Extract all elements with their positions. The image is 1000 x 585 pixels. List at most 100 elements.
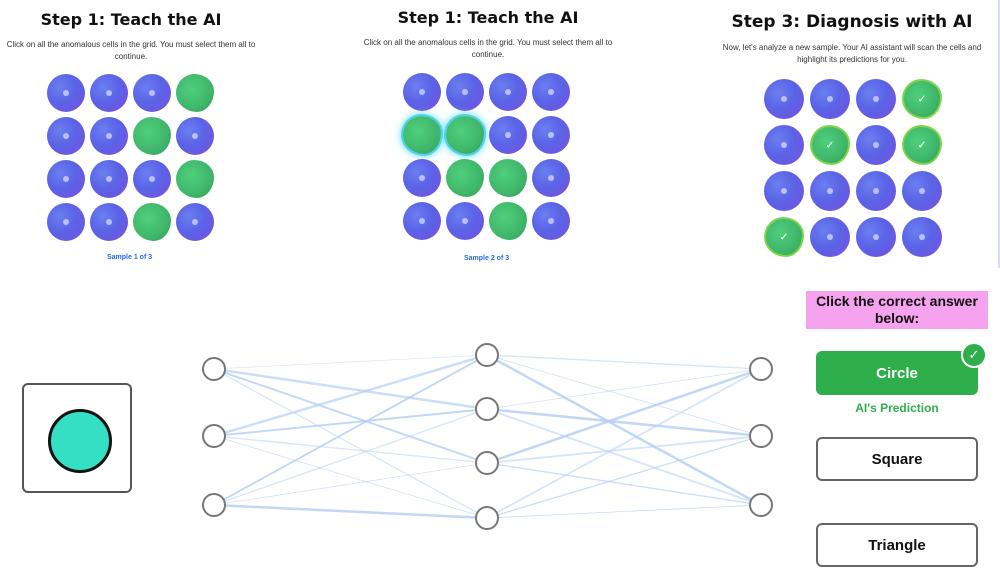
anomalous-cell[interactable]: [403, 116, 441, 154]
anomalous-cell[interactable]: [176, 160, 214, 198]
nucleus-dot: [873, 188, 879, 194]
normal-cell[interactable]: [47, 203, 85, 241]
anomalous-cell[interactable]: [446, 116, 484, 154]
answer-circle-button[interactable]: Circle ✓: [816, 342, 987, 395]
network-node: [202, 357, 226, 381]
network-edge: [486, 504, 762, 519]
network-node: [202, 493, 226, 517]
normal-cell[interactable]: [764, 79, 804, 119]
nucleus-dot: [919, 234, 925, 240]
answer-prompt: Click the correct answer below:: [806, 291, 988, 329]
check-icon: ✓: [917, 93, 927, 106]
nucleus-dot: [548, 132, 554, 138]
normal-cell[interactable]: [446, 202, 484, 240]
nucleus-dot: [548, 89, 554, 95]
network-node: [202, 424, 226, 448]
anomalous-cell[interactable]: [133, 117, 171, 155]
nucleus-dot: [63, 90, 69, 96]
nucleus-dot: [462, 218, 468, 224]
normal-cell[interactable]: [133, 74, 171, 112]
anomalous-cell[interactable]: [176, 74, 214, 112]
normal-cell[interactable]: [489, 73, 527, 111]
normal-cell[interactable]: [810, 79, 850, 119]
check-badge-icon: ✓: [961, 342, 987, 368]
answer-label: Square: [871, 450, 923, 468]
nucleus-dot: [419, 89, 425, 95]
nucleus-dot: [106, 90, 112, 96]
normal-cell[interactable]: [90, 203, 128, 241]
normal-cell[interactable]: [532, 116, 570, 154]
normal-cell[interactable]: [810, 171, 850, 211]
normal-cell[interactable]: [403, 202, 441, 240]
normal-cell[interactable]: [489, 116, 527, 154]
normal-cell[interactable]: [403, 73, 441, 111]
normal-cell[interactable]: [902, 171, 942, 211]
normal-cell[interactable]: [446, 73, 484, 111]
normal-cell[interactable]: [90, 117, 128, 155]
network-edge: [213, 354, 488, 506]
normal-cell[interactable]: [47, 74, 85, 112]
cell-grid-1: [47, 74, 214, 241]
nucleus-dot: [827, 234, 833, 240]
network-edge: [486, 408, 762, 506]
neural-network-diagram: [202, 343, 773, 530]
normal-cell[interactable]: [902, 217, 942, 257]
normal-cell[interactable]: [532, 202, 570, 240]
network-edge: [486, 353, 762, 507]
panel-step3-diagnosis: Step 3: Diagnosis with AI Now, let's ana…: [708, 0, 996, 66]
nucleus-dot: [63, 219, 69, 225]
normal-cell[interactable]: [90, 160, 128, 198]
network-edge: [486, 354, 762, 370]
network-edge: [486, 354, 762, 437]
predicted-anomalous-cell[interactable]: ✓: [902, 79, 942, 119]
anomalous-cell[interactable]: [133, 203, 171, 241]
network-node: [475, 506, 499, 530]
normal-cell[interactable]: [856, 125, 896, 165]
nucleus-dot: [63, 176, 69, 182]
network-edge: [213, 408, 488, 506]
anomalous-cell[interactable]: [446, 159, 484, 197]
normal-cell[interactable]: [176, 203, 214, 241]
anomalous-cell[interactable]: [489, 159, 527, 197]
nucleus-dot: [106, 133, 112, 139]
normal-cell[interactable]: [90, 74, 128, 112]
network-edge: [486, 368, 762, 519]
network-node: [749, 357, 773, 381]
normal-cell[interactable]: [47, 117, 85, 155]
answer-square-button[interactable]: Square: [816, 437, 978, 481]
normal-cell[interactable]: [532, 73, 570, 111]
normal-cell[interactable]: [856, 217, 896, 257]
anomalous-cell[interactable]: [489, 202, 527, 240]
panel-description: Click on all the anomalous cells in the …: [363, 38, 613, 59]
network-edge: [486, 407, 762, 438]
nucleus-dot: [873, 234, 879, 240]
normal-cell[interactable]: [856, 171, 896, 211]
nucleus-dot: [419, 175, 425, 181]
predicted-anomalous-cell[interactable]: ✓: [810, 125, 850, 165]
nucleus-dot: [192, 133, 198, 139]
predicted-anomalous-cell[interactable]: ✓: [764, 217, 804, 257]
input-shape-card: [22, 383, 132, 493]
nucleus-dot: [149, 90, 155, 96]
network-edge: [213, 503, 488, 520]
normal-cell[interactable]: [403, 159, 441, 197]
network-edge: [213, 367, 488, 411]
cell-grid-diagnosis: ✓ ✓ ✓ ✓: [764, 79, 942, 257]
normal-cell[interactable]: [47, 160, 85, 198]
normal-cell[interactable]: [133, 160, 171, 198]
nucleus-dot: [106, 176, 112, 182]
normal-cell[interactable]: [856, 79, 896, 119]
panel-step1-sample2: Step 1: Teach the AI Click on all the an…: [355, 0, 621, 61]
nucleus-dot: [873, 96, 879, 102]
answer-label: Circle: [876, 364, 918, 382]
predicted-anomalous-cell[interactable]: ✓: [902, 125, 942, 165]
normal-cell[interactable]: [176, 117, 214, 155]
answer-triangle-button[interactable]: Triangle: [816, 523, 978, 567]
normal-cell[interactable]: [764, 171, 804, 211]
normal-cell[interactable]: [764, 125, 804, 165]
normal-cell[interactable]: [532, 159, 570, 197]
normal-cell[interactable]: [810, 217, 850, 257]
network-edge: [486, 435, 762, 519]
nucleus-dot: [505, 89, 511, 95]
sample-counter: Sample 1 of 3: [107, 254, 153, 261]
